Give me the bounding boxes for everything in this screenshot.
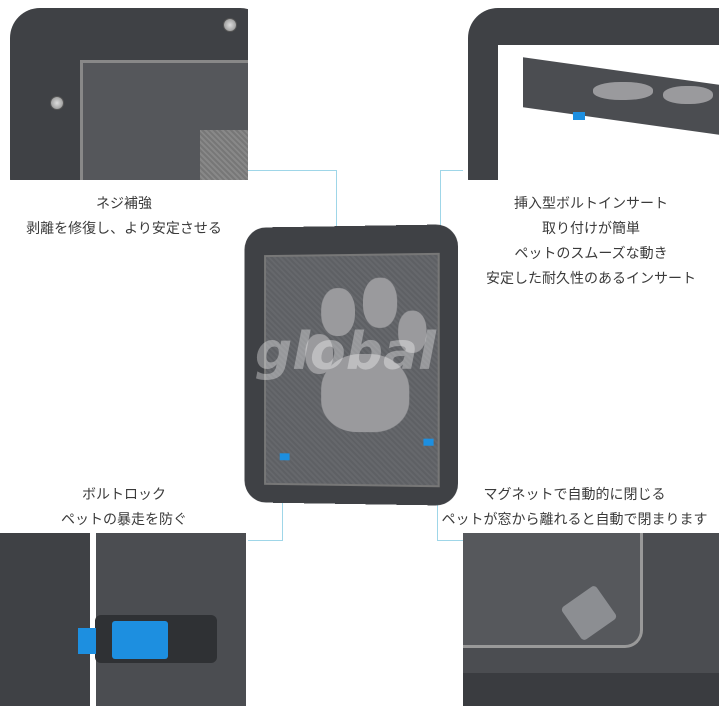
caption-magnet-close: マグネットで自動的に閉じる ペットが窓から離れると自動で閉まります [430,483,719,533]
detail-magnet [463,533,719,706]
watermark: global [255,322,436,382]
detail-screw-reinforcement [0,0,248,180]
detail-bolt-insert [463,0,719,180]
bolt-lock-slider [112,621,168,659]
screw-icon [50,96,64,110]
detail-bolt-lock [0,533,246,706]
caption-bolt-insert: 挿入型ボルトインサート 取り付けが簡単 ペットのスムーズな動き 安定した耐久性の… [463,192,719,292]
caption-bolt-lock: ボルトロック ペットの暴走を防ぐ [0,483,248,533]
screw-icon [223,18,237,32]
caption-screw-reinforcement: ネジ補強 剥離を修復し、より安定させる [0,192,248,242]
paw-toe [363,278,397,328]
